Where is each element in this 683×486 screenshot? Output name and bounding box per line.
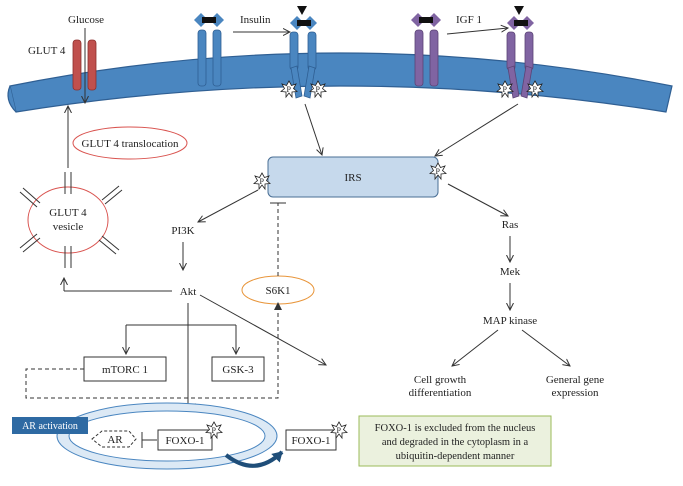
ras-label: Ras xyxy=(502,219,519,231)
foxo1-cytoplasm-box xyxy=(285,429,337,451)
irs-label: IRS xyxy=(344,172,361,184)
gsk3-box xyxy=(211,356,265,382)
nuclear-export-arrow xyxy=(224,450,284,468)
cell-membrane xyxy=(9,52,673,113)
svg-text:P: P xyxy=(337,426,342,435)
insulin-receptor-activated xyxy=(289,6,317,99)
svg-text:P: P xyxy=(436,167,441,176)
ar-label: AR xyxy=(107,434,123,446)
phospho-burst: P xyxy=(205,421,223,440)
gene-expression-label-line1: General gene xyxy=(546,374,604,386)
pi3k-label: PI3K xyxy=(171,225,194,237)
foxo1-nuclear-box xyxy=(157,429,213,451)
map-kinase-label: MAP kinase xyxy=(483,315,537,327)
insulin-label: Insulin xyxy=(240,14,271,26)
foxo1-note-line1: FOXO-1 is excluded from the nucleus xyxy=(375,423,536,434)
akt-label: Akt xyxy=(180,286,197,298)
svg-text:P: P xyxy=(503,85,508,94)
cell-membrane-left-curl xyxy=(7,85,17,113)
foxo1-cytoplasm-label: FOXO-1 xyxy=(291,435,330,447)
phospho-burst: P xyxy=(496,80,514,99)
svg-text:P: P xyxy=(287,85,292,94)
mtorc1-label: mTORC 1 xyxy=(102,364,148,376)
foxo1-note-line2: and degraded in the cytoplasm in a xyxy=(382,437,529,448)
mtorc1-to-s6k1-dashed xyxy=(25,310,279,399)
glut4-translocation-label: GLUT 4 translocation xyxy=(82,138,179,150)
irs-to-pi3k-arrow xyxy=(198,189,259,222)
ar-pentagon xyxy=(91,430,137,448)
igf1-label: IGF 1 xyxy=(456,14,482,26)
ar-activation-label: AR activation xyxy=(22,421,78,432)
insulin-receptor-unbound xyxy=(194,13,224,87)
svg-text:P: P xyxy=(212,426,217,435)
cell-growth-label-line2: differentiation xyxy=(409,387,472,399)
glut4-transporter xyxy=(72,39,97,91)
ar-activation-box xyxy=(12,417,88,434)
foxo1-nuclear-label: FOXO-1 xyxy=(165,435,204,447)
insulin-receptor-to-irs-arrow xyxy=(304,103,322,155)
phospho-burst: P xyxy=(309,80,327,99)
glut4-vesicle-label-line1: GLUT 4 xyxy=(49,207,87,219)
phospho-burst: P xyxy=(429,162,447,181)
mapk-to-growth-arrow xyxy=(452,329,499,366)
akt-to-foxo1-cytoplasm-arrow xyxy=(199,294,326,365)
svg-text:P: P xyxy=(316,85,321,94)
igf1-binding-arrow xyxy=(446,28,508,35)
cell-growth-label-line1: Cell growth xyxy=(414,374,467,386)
phospho-burst: P xyxy=(330,421,348,440)
glut4-vesicle xyxy=(19,172,123,268)
mek-label: Mek xyxy=(500,266,521,278)
phospho-burst: P xyxy=(280,80,298,99)
phospho-burst: P xyxy=(253,172,271,191)
irs-to-ras-arrow xyxy=(447,183,508,216)
gsk3-label: GSK-3 xyxy=(222,364,254,376)
glucose-label: Glucose xyxy=(68,14,104,26)
igf1-receptor-unbound xyxy=(411,13,441,87)
glut4-translocation-oval xyxy=(72,126,188,160)
svg-text:P: P xyxy=(260,177,265,186)
igf1-receptor-activated xyxy=(506,6,534,99)
foxo1-note-line3: ubiquitin-dependent manner xyxy=(396,451,515,462)
phospho-burst: P xyxy=(526,80,544,99)
svg-text:P: P xyxy=(533,85,538,94)
glut4-label: GLUT 4 xyxy=(28,45,66,57)
igf1-receptor-to-irs-arrow xyxy=(435,103,519,156)
mapk-to-gene-expression-arrow xyxy=(521,329,570,366)
gene-expression-label-line2: expression xyxy=(551,387,599,399)
glut4-vesicle-label-line2: vesicle xyxy=(53,221,84,233)
s6k1-label: S6K1 xyxy=(265,285,290,297)
foxo1-note-box xyxy=(358,415,552,467)
